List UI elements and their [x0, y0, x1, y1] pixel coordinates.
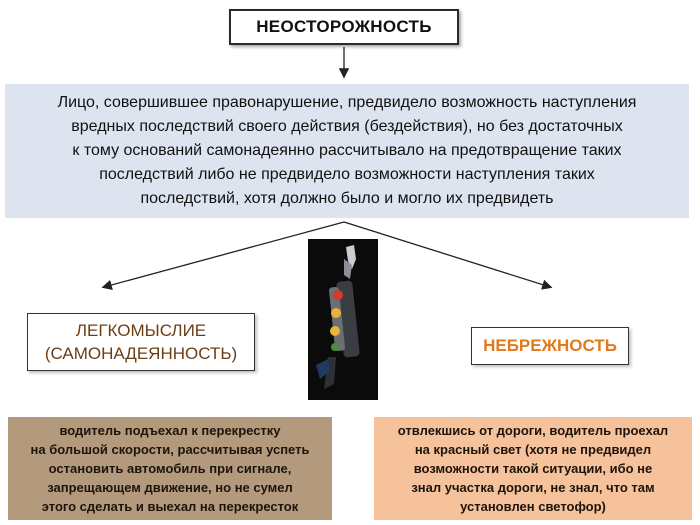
left-example-line: водитель подъехал к перекрестку — [59, 423, 281, 438]
left-category-line1: ЛЕГКОМЫСЛИЕ — [75, 321, 207, 340]
right-example-text: отвлекшись от дороги, водитель проехал н… — [398, 421, 668, 516]
left-category-line2: (САМОНАДЕЯННОСТЬ) — [44, 344, 238, 363]
left-example-line: запрещающем движение, но не сумел — [47, 480, 293, 495]
left-example-text: водитель подъехал к перекрестку на больш… — [31, 421, 310, 516]
definition-line: вредных последствий своего действия (без… — [71, 118, 623, 135]
definition-line: к тому оснований самонадеянно рассчитыва… — [72, 142, 622, 159]
traffic-light-image — [308, 239, 378, 400]
left-category-box: ЛЕГКОМЫСЛИЕ (САМОНАДЕЯННОСТЬ) — [27, 313, 255, 371]
left-example-line: этого сделать и выехал на перекресток — [41, 499, 299, 514]
definition-box: Лицо, совершившее правонарушение, предви… — [5, 84, 689, 218]
traffic-light-icon — [308, 239, 378, 400]
left-example-line: остановить автомобиль при сигнале, — [48, 461, 292, 476]
right-category-box: НЕБРЕЖНОСТЬ — [471, 327, 629, 365]
arrow-to-left-category — [101, 221, 345, 290]
left-example-box: водитель подъехал к перекрестку на больш… — [8, 417, 332, 520]
right-example-line: отвлекшись от дороги, водитель проехал — [397, 423, 669, 438]
definition-line: последствий либо не предвидело возможнос… — [99, 166, 595, 183]
right-example-line: установлен светофор) — [460, 499, 606, 514]
arrow-to-right-category — [343, 221, 553, 290]
right-example-line: знал участка дороги, не знал, что там — [411, 480, 655, 495]
left-example-line: на большой скорости, рассчитывая успеть — [30, 442, 310, 457]
right-category-label: НЕБРЕЖНОСТЬ — [483, 336, 617, 355]
right-example-line: возможности такой ситуации, ибо не — [413, 461, 653, 476]
right-example-box: отвлекшись от дороги, водитель проехал н… — [374, 417, 692, 520]
definition-text: Лицо, совершившее правонарушение, предви… — [58, 91, 637, 211]
right-example-line: на красный свет (хотя не предвидел — [414, 442, 652, 457]
diagram-title: НЕОСТОРОЖНОСТЬ — [229, 9, 459, 45]
definition-line: Лицо, совершившее правонарушение, предви… — [57, 94, 637, 111]
definition-line: последствий, хотя должно было и могло их… — [140, 190, 554, 207]
